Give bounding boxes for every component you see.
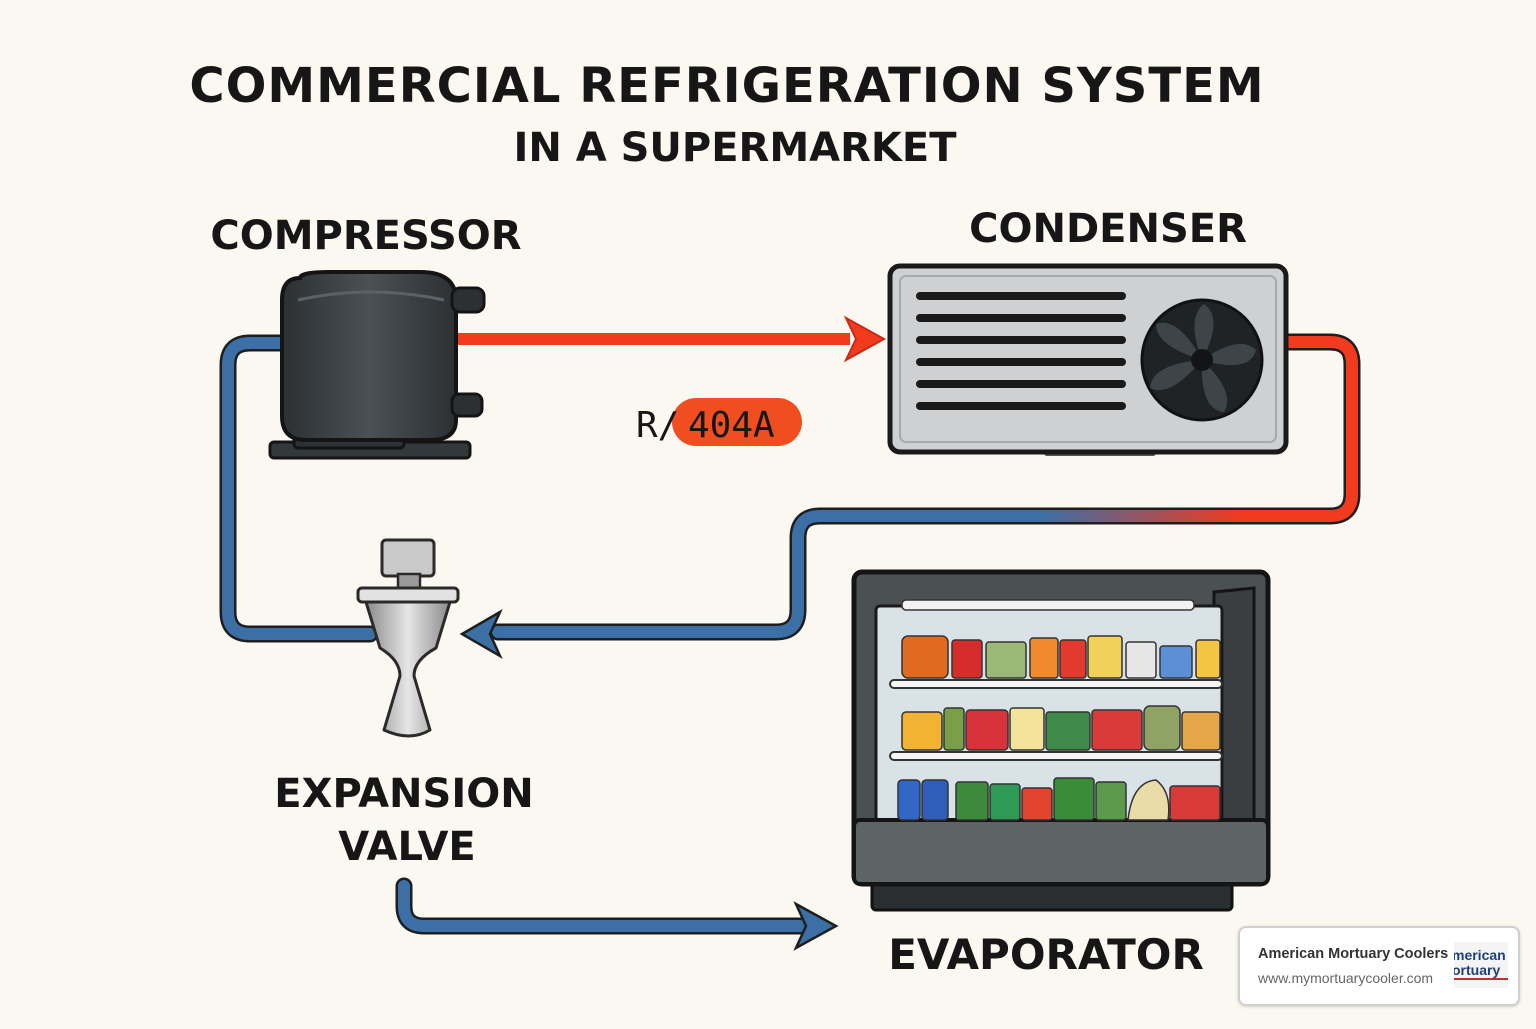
diagram-title: COMMERCIAL REFRIGERATION SYSTEM: [189, 58, 1264, 114]
condenser-label: CONDENSER: [969, 206, 1247, 252]
product-shelf-middle: [901, 705, 1221, 751]
fan-icon: [1140, 298, 1264, 422]
arrow-right-icon: [843, 315, 887, 363]
suction-line: [219, 334, 379, 643]
discharge-line: [458, 315, 887, 363]
product-shelf-bottom: [897, 777, 1221, 821]
evaporator-label: EVAPORATOR: [888, 930, 1204, 979]
evaporator-feed-line: [395, 877, 839, 951]
arrow-left-icon: [459, 608, 503, 660]
logo-text-line2: ortuary: [1454, 962, 1501, 978]
brand-logo: merican ortuary: [1454, 942, 1508, 988]
condenser-grille: [916, 292, 1126, 410]
logo-stripe: [1454, 978, 1508, 980]
brand-name: American Mortuary Coolers: [1258, 946, 1449, 962]
condenser-icon: [887, 263, 1289, 456]
compressor-label: COMPRESSOR: [210, 213, 521, 259]
expansion-valve-label-line2: VALVE: [338, 824, 475, 870]
refrigerant-label: 404A: [688, 405, 775, 446]
expansion-valve-label-line1: EXPANSION: [274, 771, 533, 817]
refrigerant-tag: R/ 404A: [636, 398, 802, 446]
shelf: [889, 751, 1223, 761]
evaporator-icon: [851, 569, 1271, 912]
arrow-right-icon: [793, 901, 839, 951]
brand-badge[interactable]: American Mortuary Coolers www.mymortuary…: [1238, 926, 1520, 1006]
expansion-valve-icon: [356, 538, 460, 738]
logo-text-line1: merican: [1454, 947, 1506, 963]
liquid-line: [459, 333, 1361, 660]
diagram-subtitle: IN A SUPERMARKET: [513, 125, 957, 171]
refrigerant-prefix: R/: [636, 405, 679, 446]
shelf: [889, 679, 1223, 689]
brand-url[interactable]: www.mymortuarycooler.com: [1258, 970, 1434, 986]
product-shelf-top: [901, 635, 1221, 679]
compressor-icon: [268, 270, 486, 460]
